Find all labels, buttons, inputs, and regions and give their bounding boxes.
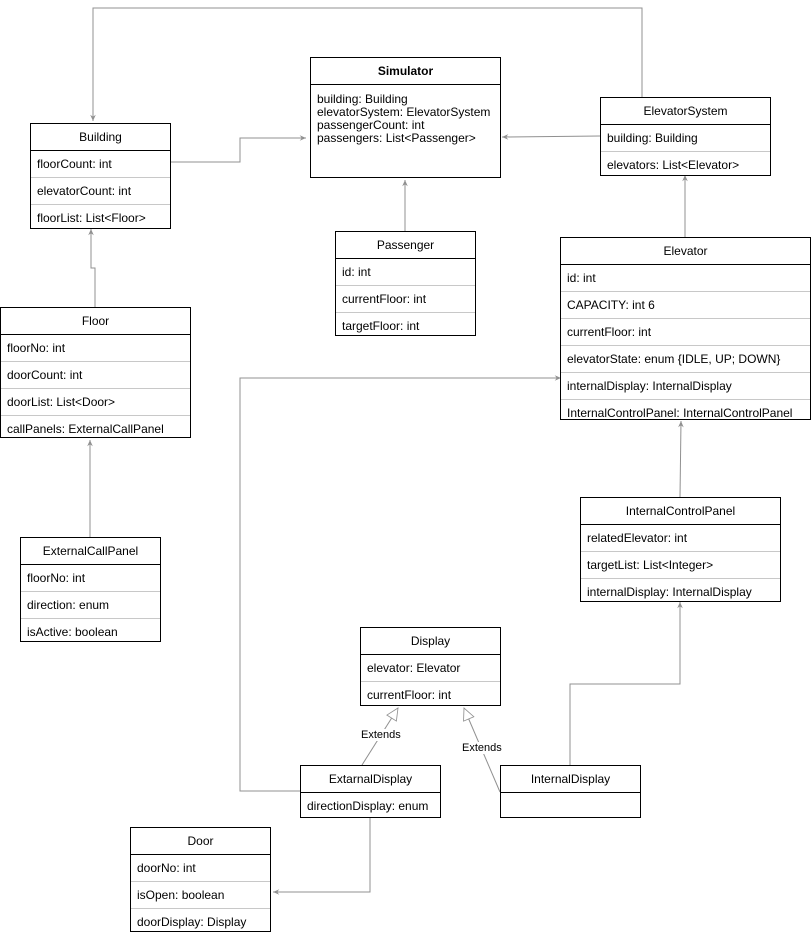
class-attribute: elevatorCount: int [31, 178, 170, 205]
class-attribute: internalDisplay: InternalDisplay [587, 585, 752, 599]
class-door: Door doorNo: int isOpen: boolean doorDis… [130, 827, 271, 932]
class-attribute: directionDisplay: enum [307, 799, 429, 813]
class-attribute: elevators: List<Elevator> [607, 158, 740, 172]
class-attribute: id: int [561, 265, 810, 292]
extends-label-external: Extends [360, 729, 402, 741]
edge-internalcontrolpanel-to-elevator [678, 420, 684, 498]
class-title: Simulator [311, 58, 500, 85]
class-attribute: passengerCount: int [317, 118, 425, 132]
class-attribute: floorNo: int [1, 335, 190, 362]
class-attribute: floorCount: int [31, 151, 170, 178]
class-attribute: isActive: boolean [27, 625, 118, 639]
class-title: ExternalCallPanel [21, 538, 160, 565]
class-attribute: currentFloor: int [561, 319, 810, 346]
class-attribute: doorCount: int [1, 362, 190, 389]
class-title: ElevatorSystem [601, 98, 770, 125]
class-title: Floor [1, 308, 190, 335]
edge-building-to-simulator [171, 135, 306, 163]
class-attribute: passengers: List<Passenger> [317, 131, 476, 145]
edge-externaldisplay-to-elevator [239, 375, 561, 792]
class-attribute: doorDisplay: Display [137, 915, 247, 929]
class-attribute: doorList: List<Door> [1, 389, 190, 416]
edge-elevatorsystem-to-simulator [501, 134, 601, 140]
edge-floor-to-building [88, 229, 96, 307]
class-external-call-panel: ExternalCallPanel floorNo: int direction… [20, 537, 161, 642]
class-attribute: targetFloor: int [342, 319, 420, 333]
class-attribute: floorNo: int [21, 565, 160, 592]
extends-label-internal: Extends [461, 742, 503, 754]
class-attribute: relatedElevator: int [581, 525, 780, 552]
class-attribute: building: Building [601, 125, 770, 152]
class-title: Elevator [561, 238, 810, 265]
class-elevator: Elevator id: int CAPACITY: int 6 current… [560, 237, 811, 420]
class-attribute: doorNo: int [131, 855, 270, 882]
class-empty-section [501, 793, 640, 819]
class-attribute: InternalControlPanel: InternalControlPan… [567, 406, 793, 420]
class-building: Building floorCount: int elevatorCount: … [30, 123, 171, 229]
class-attribute: building: Building [317, 92, 408, 106]
class-title: Display [361, 628, 500, 655]
class-title: ExtarnalDisplay [301, 766, 440, 793]
class-external-display: ExtarnalDisplay directionDisplay: enum [300, 765, 441, 818]
edge-elevatorsystem-to-building [90, 7, 643, 121]
class-attribute: direction: enum [21, 592, 160, 619]
class-attribute: isOpen: boolean [131, 882, 270, 909]
class-title: Building [31, 124, 170, 151]
edge-externaldisplay-to-door [273, 817, 371, 895]
class-attribute: elevatorState: enum {IDLE, UP; DOWN} [561, 346, 810, 373]
class-passenger: Passenger id: int currentFloor: int targ… [335, 231, 476, 336]
class-attribute: elevatorSystem: ElevatorSystem [317, 105, 491, 119]
class-title: Door [131, 828, 270, 855]
class-internal-display: InternalDisplay [500, 765, 641, 818]
class-internal-control-panel: InternalControlPanel relatedElevator: in… [580, 497, 781, 602]
class-attribute: currentFloor: int [367, 688, 452, 702]
class-attribute: currentFloor: int [336, 286, 475, 313]
class-attribute: CAPACITY: int 6 [561, 292, 810, 319]
class-title: InternalDisplay [501, 766, 640, 793]
class-attribute: callPanels: ExternalCallPanel [7, 422, 164, 436]
class-attribute: targetList: List<Integer> [581, 552, 780, 579]
class-attribute: floorList: List<Floor> [37, 211, 146, 225]
class-elevator-system: ElevatorSystem building: Building elevat… [600, 97, 771, 176]
class-display: Display elevator: Elevator currentFloor:… [360, 627, 501, 706]
class-attribute: internalDisplay: InternalDisplay [561, 373, 810, 400]
class-floor: Floor floorNo: int doorCount: int doorLi… [0, 307, 191, 438]
class-attribute: id: int [336, 259, 475, 286]
class-title: InternalControlPanel [581, 498, 780, 525]
edge-internaldisplay-to-internalcontrolpanel [569, 602, 683, 765]
class-simulator: Simulator building: Building elevatorSys… [310, 57, 501, 178]
class-attribute: elevator: Elevator [361, 655, 500, 682]
class-title: Passenger [336, 232, 475, 259]
